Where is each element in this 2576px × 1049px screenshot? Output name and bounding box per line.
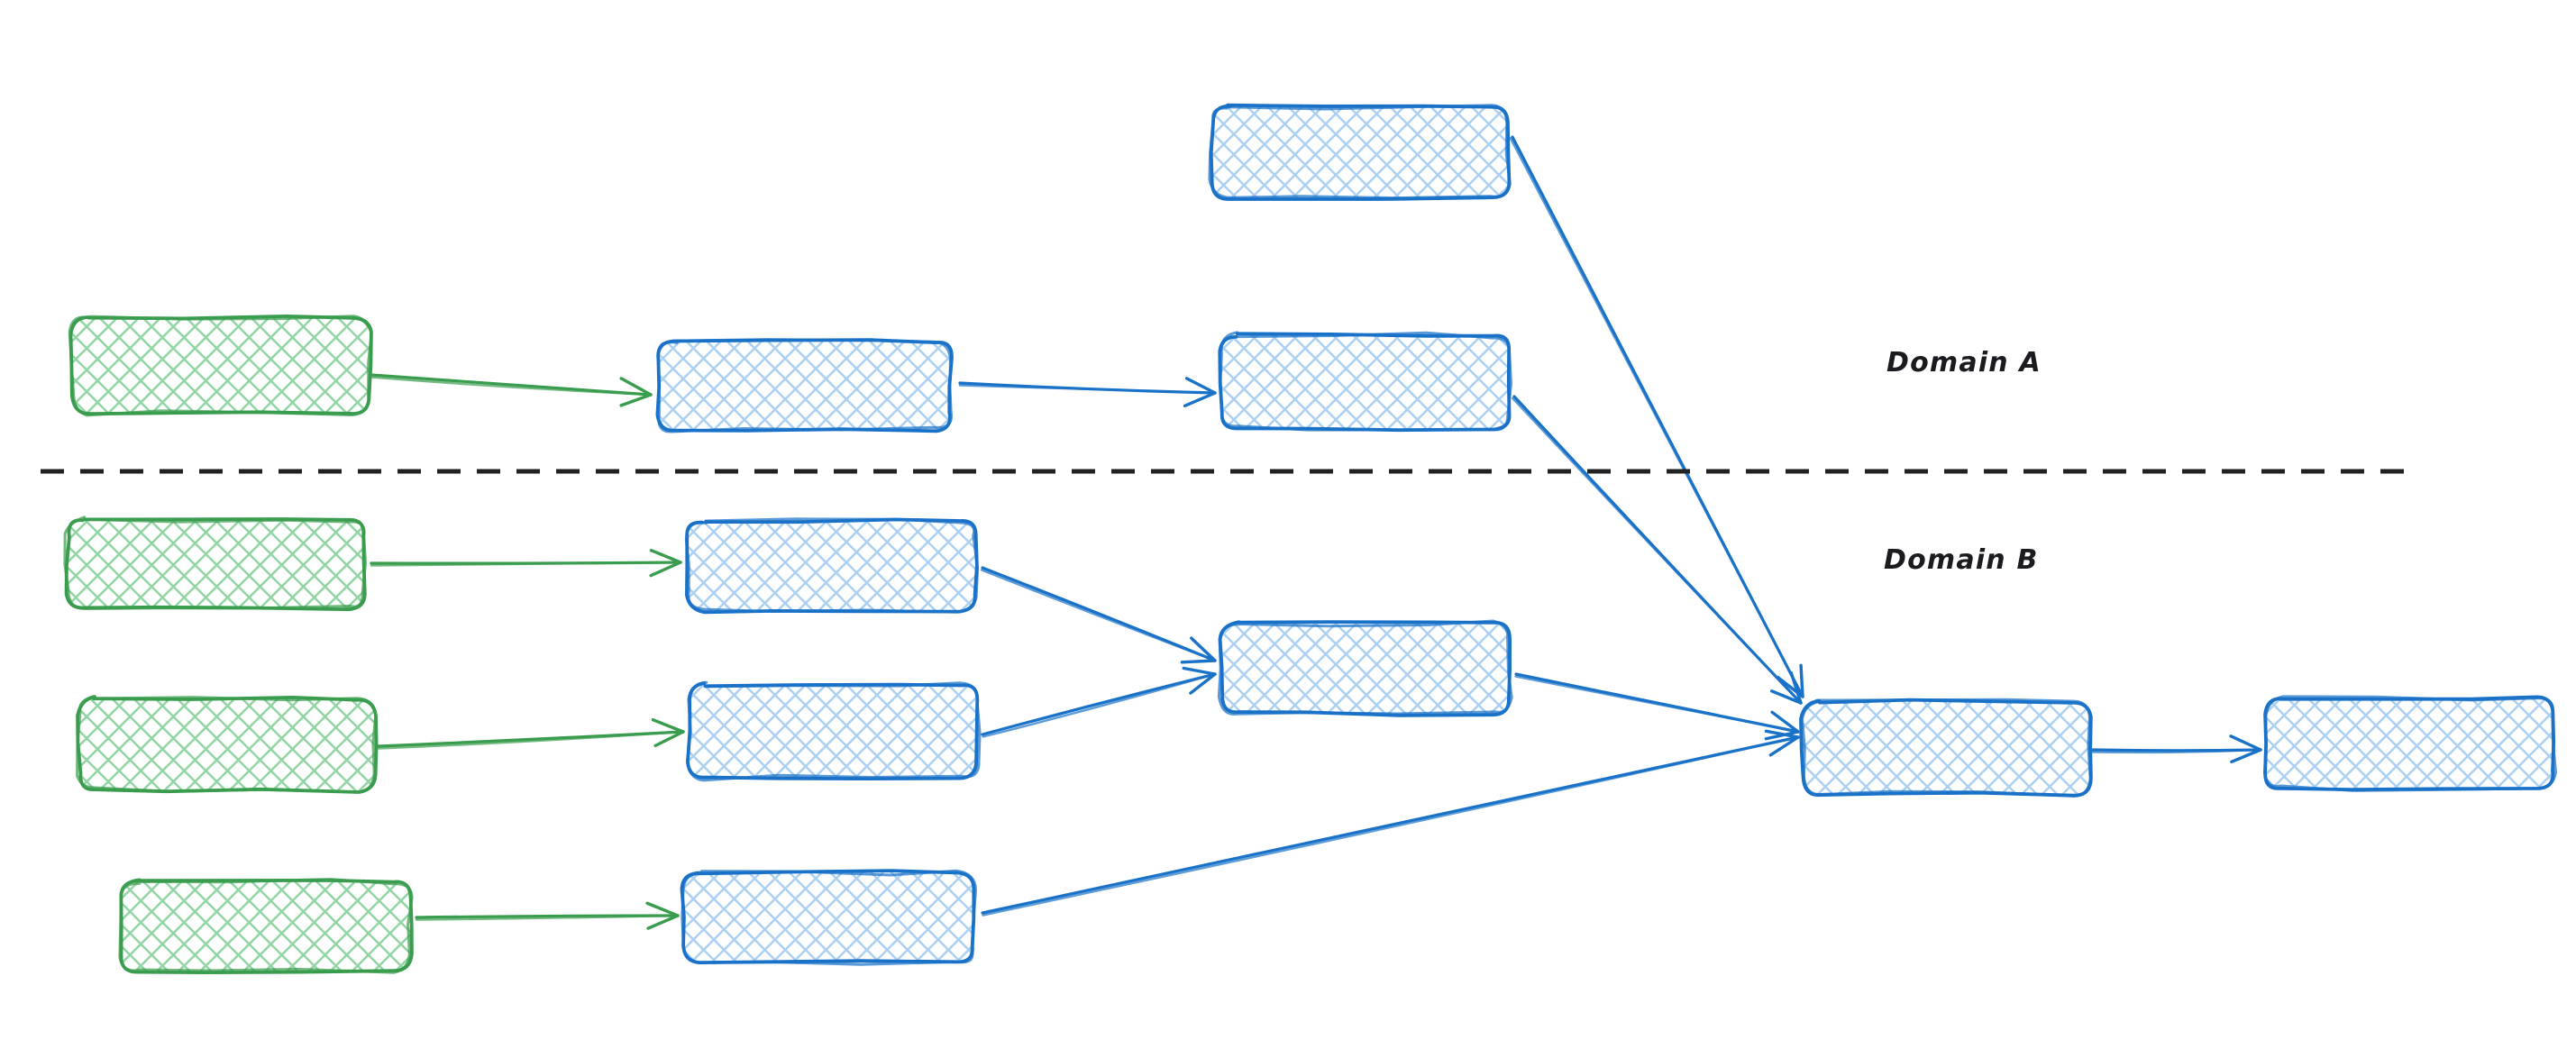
node-box-a-mid-2[interactable] [1221, 335, 1510, 429]
edge-e2 [958, 377, 1217, 408]
node-b-mid-3 [680, 869, 977, 966]
edge-e1 [370, 373, 653, 407]
node-box-b-hub-2[interactable] [1803, 701, 2089, 794]
node-box-b-src-2[interactable] [79, 698, 375, 790]
edge-e7 [415, 901, 680, 930]
edge-e6 [377, 717, 685, 750]
edge-e4 [1511, 395, 1803, 705]
node-box-b-hub-1[interactable] [1221, 624, 1510, 714]
node-b-src-2 [76, 695, 379, 794]
node-box-b-mid-3[interactable] [683, 872, 973, 962]
edge-layer [370, 135, 2262, 930]
domain-b-label: Domain B [1884, 544, 2039, 576]
edge-e8 [980, 566, 1217, 664]
domain-a-label: Domain A [1886, 347, 2042, 379]
node-b-hub-1 [1217, 619, 1513, 717]
edge-e11 [1514, 672, 1800, 741]
node-a-src-1 [68, 315, 373, 417]
node-box-a-mid-1[interactable] [658, 342, 951, 430]
node-b-hub-2 [1799, 698, 2093, 798]
edge-e10 [981, 729, 1800, 917]
node-box-b-src-1[interactable] [68, 520, 365, 608]
node-b-src-1 [63, 515, 368, 612]
node-b-src-3 [118, 878, 414, 974]
node-layer [63, 103, 2557, 974]
edge-e12 [2091, 734, 2262, 764]
node-box-a-src-1[interactable] [72, 317, 370, 413]
edge-e3 [1509, 135, 1804, 698]
node-a-mid-1 [655, 338, 954, 433]
node-box-b-sink-1[interactable] [2265, 698, 2553, 789]
node-box-a-top-1[interactable] [1212, 106, 1508, 198]
node-b-mid-1 [684, 517, 980, 615]
node-b-sink-1 [2263, 695, 2557, 792]
node-b-mid-2 [685, 680, 982, 782]
node-a-mid-2 [1218, 331, 1512, 433]
node-box-b-mid-2[interactable] [690, 685, 978, 778]
edge-e9 [981, 666, 1217, 738]
node-box-b-mid-1[interactable] [688, 521, 976, 611]
node-box-b-src-3[interactable] [122, 881, 410, 971]
edge-e5 [370, 549, 682, 578]
node-a-top-1 [1208, 103, 1512, 201]
